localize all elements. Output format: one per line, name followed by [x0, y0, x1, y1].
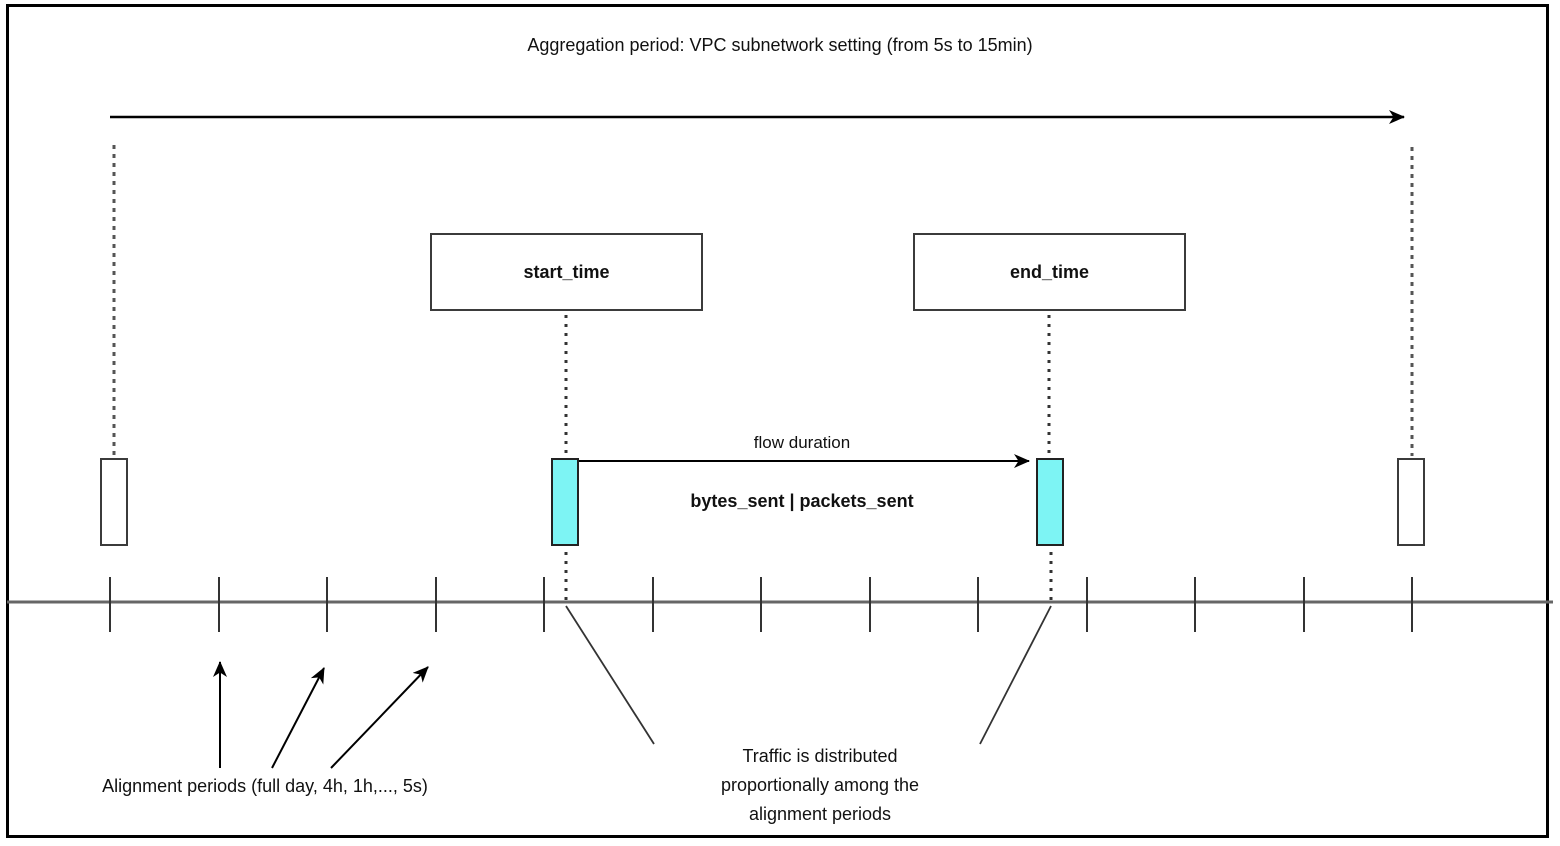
end-time-box: end_time — [913, 233, 1186, 311]
traffic-note-leader-right — [979, 605, 1052, 745]
aggregation-end-marker-bar — [1397, 458, 1425, 546]
flow-end-bar — [1036, 458, 1064, 546]
alignment-period-arrow-3 — [330, 666, 429, 769]
end-time-label: end_time — [1009, 261, 1090, 282]
flow-metrics-label: bytes_sent | packets_sent — [690, 491, 914, 511]
flow-duration-label: flow duration — [753, 433, 851, 452]
timeline-ticks — [109, 577, 1413, 632]
traffic-distribution-note: Traffic is distributed proportionally am… — [720, 746, 920, 824]
alignment-period-arrow-2 — [271, 667, 325, 769]
flow-start-bar — [551, 458, 579, 546]
start-time-box: start_time — [430, 233, 703, 311]
diagram-title: Aggregation period: VPC subnetwork setti… — [527, 35, 1033, 55]
start-time-label: start_time — [523, 261, 610, 282]
traffic-note-leader-left — [565, 605, 655, 745]
alignment-periods-label: Alignment periods (full day, 4h, 1h,...,… — [102, 776, 428, 796]
aggregation-start-marker-bar — [100, 458, 128, 546]
diagram-frame — [6, 4, 1549, 838]
